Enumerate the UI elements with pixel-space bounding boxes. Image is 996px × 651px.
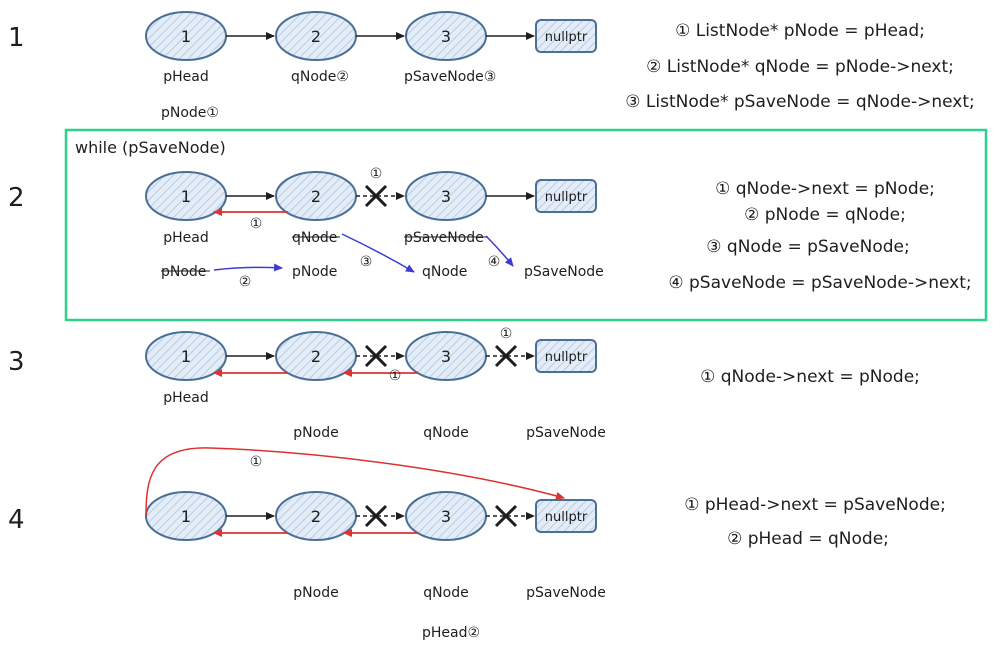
node-3-value: 3 [441,507,451,526]
mark-back: ① [389,368,402,384]
mark-3: ③ [360,254,373,270]
code-line-2: ② ListNode* qNode = pNode->next; [646,57,954,77]
mark-cut: ① [500,326,513,342]
nullptr-box [535,339,597,373]
nullptr-label: nullptr [545,510,588,525]
step-number: 2 [8,183,25,213]
label-pSaveNode-old: pSaveNode [404,230,484,246]
node-1-value: 1 [181,27,191,46]
node-1-value: 1 [181,347,191,366]
code-line-1: ① pHead->next = pSaveNode; [684,495,946,515]
code-line-1: ① ListNode* pNode = pHead; [675,21,925,41]
step-1: 1 1 2 3 nullptr pHead qNode② pSaveNode③ … [8,11,975,121]
cross-icon [364,184,388,208]
nullptr-label: nullptr [545,30,588,45]
node-3-value: 3 [441,27,451,46]
move-arrow [485,235,514,267]
move-arrow [341,233,415,273]
nullptr-box [535,19,597,53]
head-to-null-arrow [145,447,565,517]
cross-icon [494,504,518,528]
mark-cut: ① [370,166,383,182]
code-line-3: ③ qNode = pSaveNode; [706,237,909,257]
nullptr-box [535,499,597,533]
node-3-value: 3 [441,187,451,206]
cross-icon [494,344,518,368]
code-line-1: ① qNode->next = pNode; [715,179,935,199]
label-pSaveNode-new: pSaveNode [524,264,604,280]
label-pNode: pNode [293,425,338,441]
node-2-value: 2 [311,187,321,206]
node-2-value: 2 [311,347,321,366]
label-pHead: pHead [163,390,209,406]
label-pNode: pNode [293,585,338,601]
label-qNode-new: qNode [422,264,467,280]
code-line-3: ③ ListNode* pSaveNode = qNode->next; [625,92,975,112]
cross-icon [364,504,388,528]
code-line-4: ④ pSaveNode = pSaveNode->next; [668,273,971,293]
label-pHead: pHead [163,69,209,85]
code-line-1: ① qNode->next = pNode; [700,367,920,387]
label-qNode: qNode [423,425,468,441]
label-pNode-old: pNode [161,264,206,280]
label-pHead: pHead② [422,625,480,641]
label-pSaveNode: pSaveNode③ [404,69,496,85]
node-2-value: 2 [311,27,321,46]
while-loop-box [64,128,988,322]
node-1-value: 1 [181,507,191,526]
node-3-value: 3 [441,347,451,366]
step-number: 3 [8,347,25,377]
mark-arc: ① [250,454,263,470]
mark-back: ① [250,216,263,232]
step-number: 1 [8,23,25,53]
nullptr-box [535,179,597,213]
label-qNode-old: qNode [292,230,337,246]
label-qNode: qNode [423,585,468,601]
node-2-value: 2 [311,507,321,526]
step-3: 3 1 2 3 nullptr ① ① pHead pNode qNode pS… [8,326,920,441]
loop-label: while (pSaveNode) [75,138,226,157]
label-pNode-new: pNode [292,264,337,280]
step-number: 4 [8,505,25,535]
code-line-2: ② pHead = qNode; [727,529,889,549]
move-arrow [213,263,283,272]
label-pNode: pNode① [161,105,219,121]
node-1-value: 1 [181,187,191,206]
code-line-2: ② pNode = qNode; [744,205,906,225]
mark-4: ④ [488,254,501,270]
label-pHead: pHead [163,230,209,246]
nullptr-label: nullptr [545,190,588,205]
step-2: while (pSaveNode) 2 1 2 3 nullptr ① ① pH… [8,128,988,322]
mark-2: ② [239,274,252,290]
label-pSaveNode: pSaveNode [526,585,606,601]
cross-icon [364,344,388,368]
step-4: 4 1 2 3 nullptr ① pNode qNode pSaveNode … [8,447,946,641]
label-qNode: qNode② [291,69,349,85]
nullptr-label: nullptr [545,350,588,365]
label-pSaveNode: pSaveNode [526,425,606,441]
